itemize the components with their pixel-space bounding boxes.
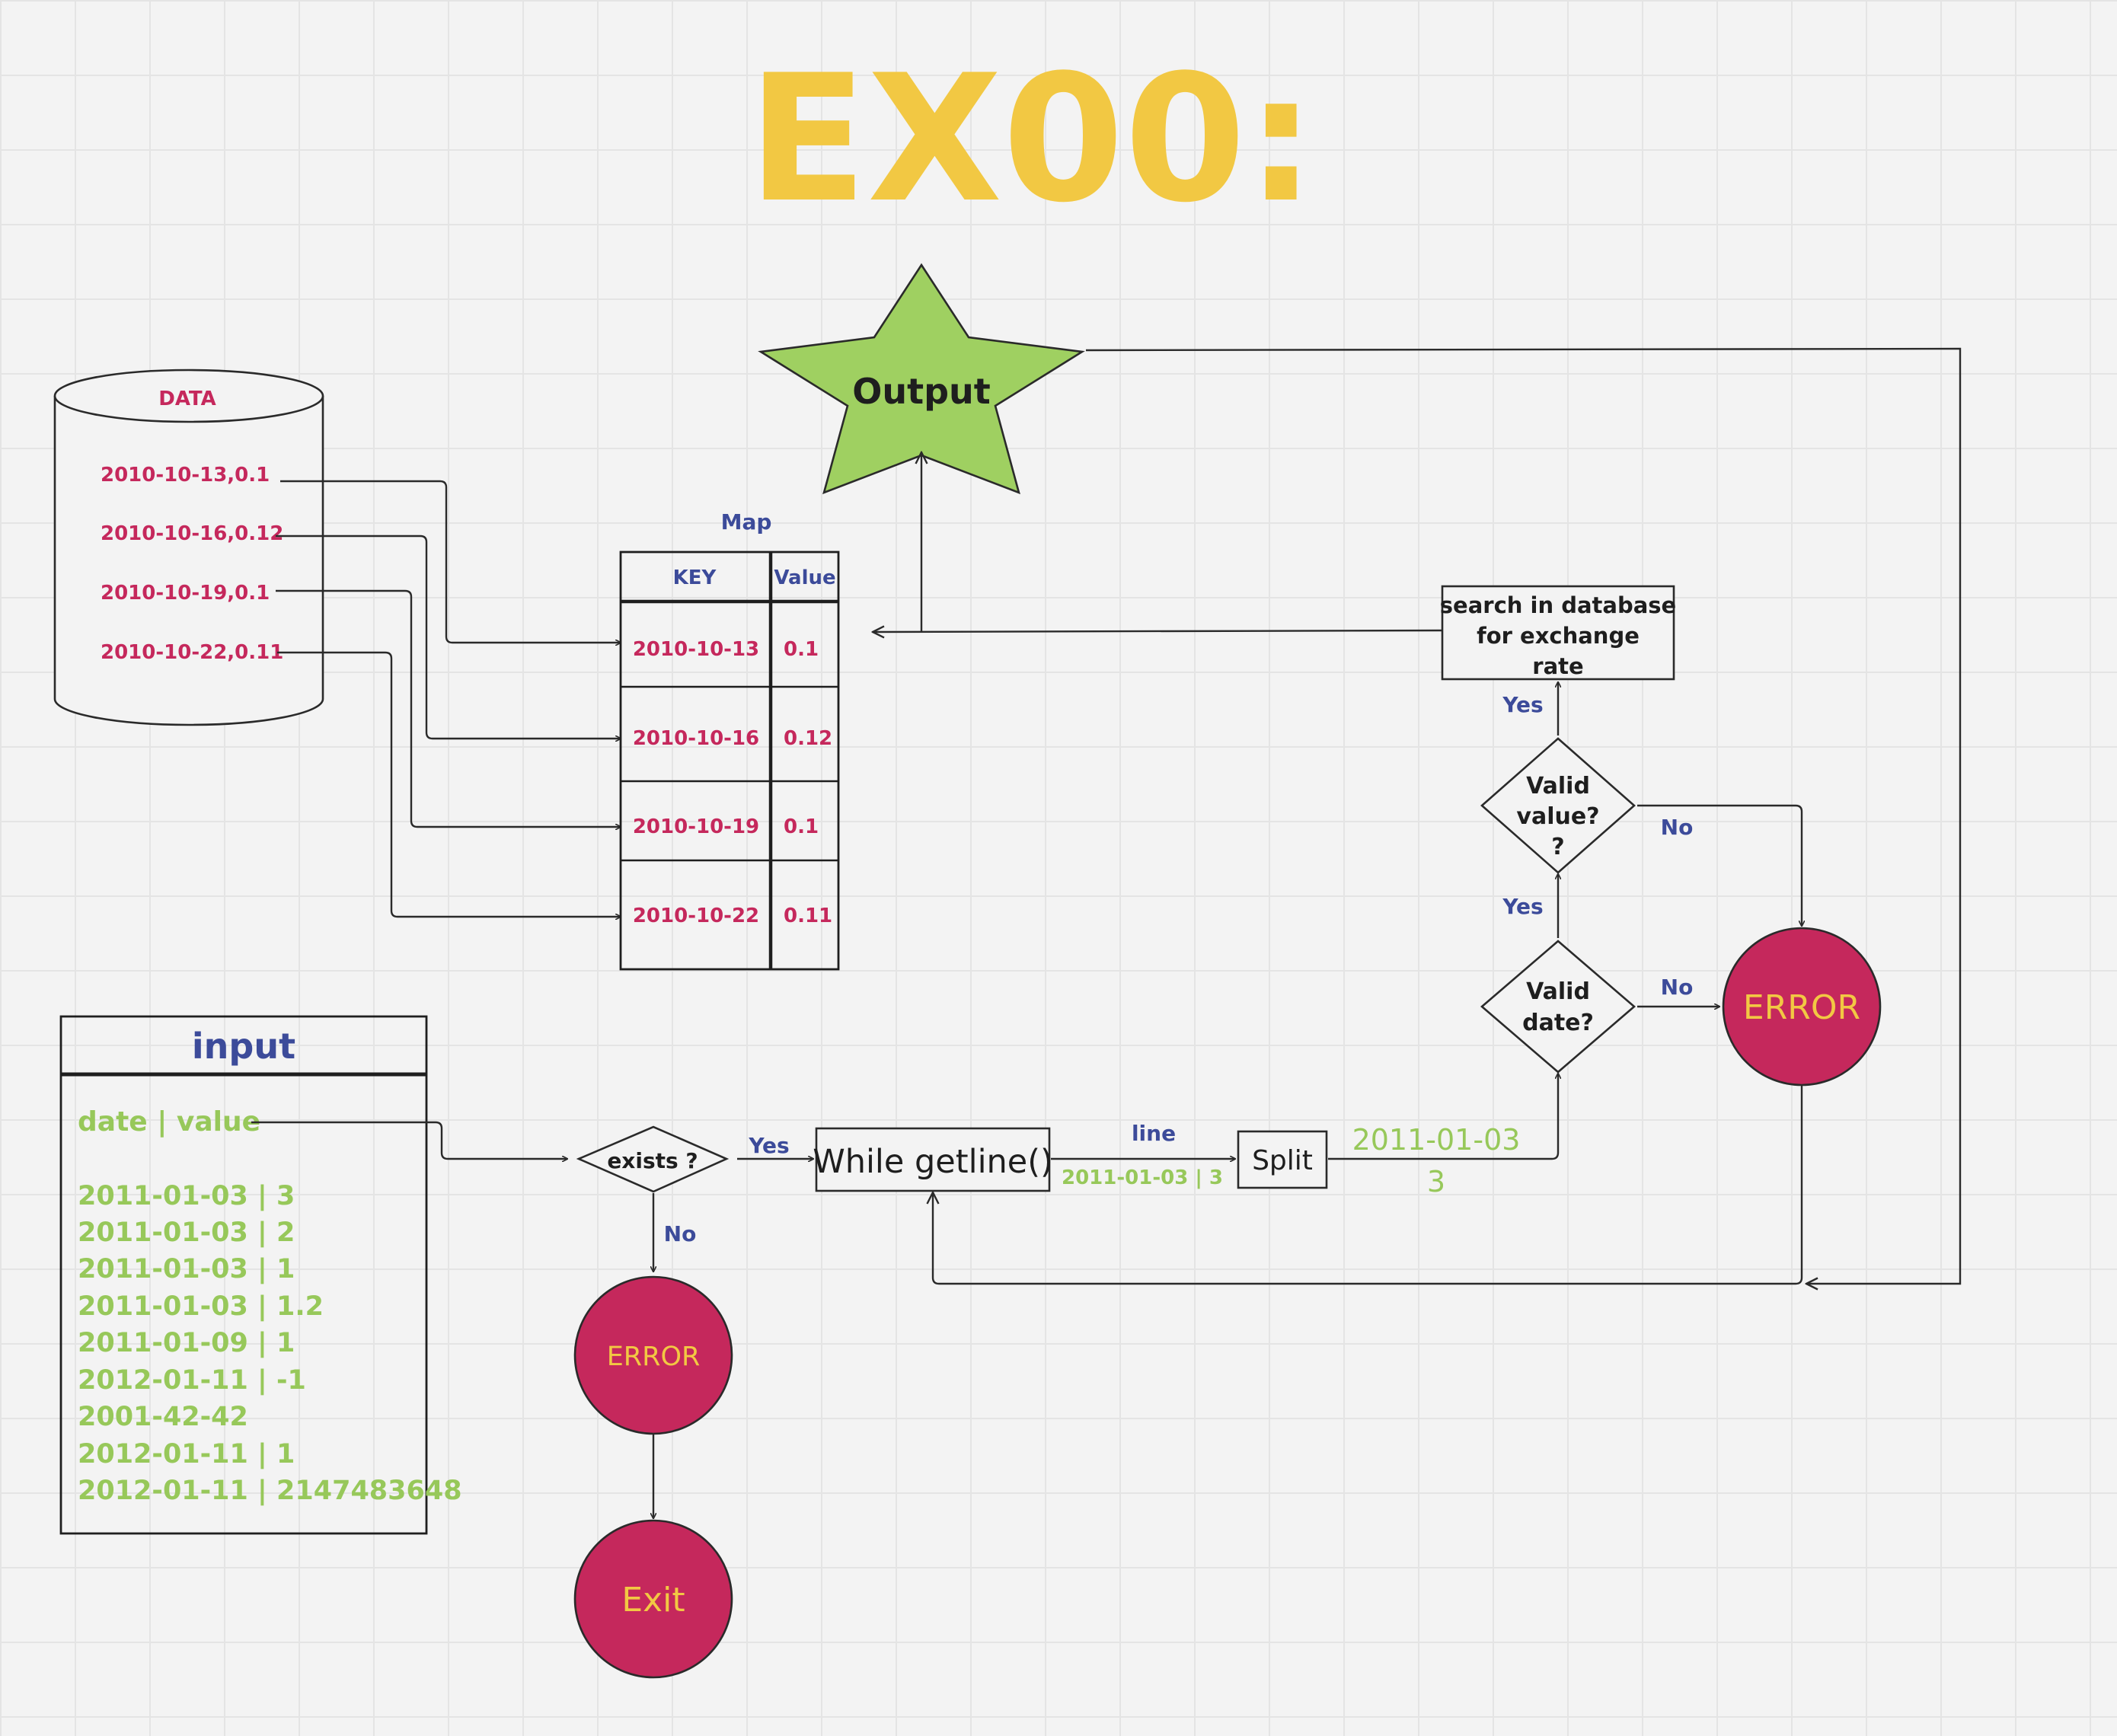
split-date-output: 2011-01-03	[1352, 1123, 1521, 1157]
input-line: 2012-01-11 | 2147483648	[78, 1476, 462, 1506]
exists-decision: exists ?	[576, 1125, 730, 1193]
input-line: 2011-01-03 | 2	[78, 1217, 295, 1248]
input-line: 2011-01-09 | 1	[78, 1328, 295, 1358]
split-value-output: 3	[1427, 1165, 1445, 1198]
database-cylinder: DATA 2010-10-13,0.1 2010-10-16,0.12 2010…	[53, 369, 324, 726]
connector-row-4	[277, 651, 621, 917]
search-label-line3: rate	[1532, 653, 1583, 679]
split-to-valid-date-arrow	[1328, 1074, 1558, 1160]
input-header-line: date | value	[78, 1106, 260, 1138]
map-key-cell: 2010-10-16	[633, 727, 759, 750]
exists-diamond	[576, 1125, 730, 1193]
output-loop-line	[1085, 347, 1962, 1284]
exists-no-label: No	[664, 1221, 697, 1246]
while-getline-node: While getline()	[813, 1127, 1053, 1192]
valid-date-yes-label: Yes	[1502, 894, 1543, 919]
input-line: 2011-01-03 | 1	[78, 1254, 295, 1284]
valid-value-label-line3: ?	[1551, 834, 1564, 860]
exists-yes-label: Yes	[748, 1133, 789, 1158]
error-circle	[1722, 927, 1882, 1087]
connector-row-1	[280, 480, 621, 643]
map-label: Map	[721, 509, 772, 535]
map-frame	[619, 550, 840, 971]
database-row: 2010-10-13,0.1	[101, 464, 270, 487]
data-to-map-connectors	[276, 480, 621, 917]
error-exists-node: ERROR	[573, 1275, 733, 1435]
valid-value-label-line2: value?	[1516, 803, 1599, 830]
valid-date-label-line2: date?	[1522, 1010, 1594, 1036]
line-label: line	[1132, 1121, 1176, 1146]
connector-row-2	[276, 535, 621, 739]
cylinder-top	[53, 369, 324, 423]
search-label-line2: for exchange	[1477, 623, 1640, 649]
output-label: Output	[852, 371, 991, 412]
valid-value-label-line1: Valid	[1526, 773, 1590, 799]
exit-node: Exit	[573, 1519, 733, 1679]
map-key-cell: 2010-10-22	[633, 905, 759, 927]
valid-date-diamond	[1480, 940, 1636, 1074]
while-label: While getline()	[813, 1143, 1053, 1181]
database-label: DATA	[158, 388, 216, 410]
input-to-exists-arrow	[251, 1121, 567, 1159]
split-node: Split	[1237, 1130, 1328, 1189]
input-line: 2012-01-11 | -1	[78, 1365, 306, 1396]
error-label: ERROR	[607, 1342, 701, 1372]
error-label: ERROR	[1743, 988, 1860, 1027]
valid-value-diamond	[1480, 737, 1636, 874]
exists-label: exists ?	[607, 1148, 698, 1173]
output-star: Output	[758, 263, 1085, 495]
exit-label: Exit	[621, 1581, 685, 1620]
map-value-cell: 0.12	[784, 727, 832, 750]
valid-value-decision: Valid value? ?	[1480, 737, 1636, 874]
map-table: Map KEY Value 2010-10-13 0.1 2010-10-16 …	[619, 509, 840, 971]
cylinder-body	[53, 396, 324, 726]
search-database-node: search in database for exchange rate	[1440, 585, 1676, 681]
input-file-box: input date | value 2011-01-03 | 3 2011-0…	[59, 1015, 462, 1535]
valid-value-no-arrow	[1637, 804, 1802, 926]
loop-back-to-while	[933, 1084, 1803, 1285]
line-example: 2011-01-03 | 3	[1062, 1166, 1223, 1189]
database-row: 2010-10-16,0.12	[101, 522, 283, 545]
input-line: 2011-01-03 | 3	[78, 1181, 295, 1211]
valid-value-no-label: No	[1661, 815, 1694, 840]
error-circle	[573, 1275, 733, 1435]
while-box	[815, 1127, 1051, 1192]
exit-circle	[573, 1519, 733, 1679]
search-box	[1441, 585, 1675, 681]
split-label: Split	[1252, 1145, 1313, 1176]
map-key-cell: 2010-10-19	[633, 815, 759, 838]
database-row: 2010-10-22,0.11	[101, 641, 283, 664]
connector-row-3	[276, 589, 621, 827]
valid-value-yes-label: Yes	[1502, 692, 1543, 717]
map-value-cell: 0.1	[784, 815, 819, 838]
error-validation-node: ERROR	[1722, 927, 1882, 1087]
map-header-key: KEY	[673, 566, 717, 589]
map-key-cell: 2010-10-13	[633, 638, 759, 661]
search-to-map-arrow	[873, 630, 1443, 632]
valid-date-no-label: No	[1661, 975, 1694, 1000]
map-value-cell: 0.11	[784, 905, 832, 927]
valid-date-label-line1: Valid	[1526, 978, 1590, 1005]
input-title: input	[192, 1026, 295, 1067]
map-header-value: Value	[774, 566, 835, 589]
input-line: 2001-42-42	[78, 1402, 248, 1432]
map-value-cell: 0.1	[784, 638, 819, 661]
database-row: 2010-10-19,0.1	[101, 582, 270, 605]
input-line: 2012-01-11 | 1	[78, 1439, 295, 1470]
valid-date-decision: Valid date?	[1480, 940, 1636, 1074]
search-label-line1: search in database	[1440, 592, 1676, 618]
input-line: 2011-01-03 | 1.2	[78, 1291, 324, 1322]
split-box	[1237, 1130, 1328, 1189]
page-title: EX00:	[748, 38, 1317, 241]
input-frame	[59, 1015, 428, 1535]
